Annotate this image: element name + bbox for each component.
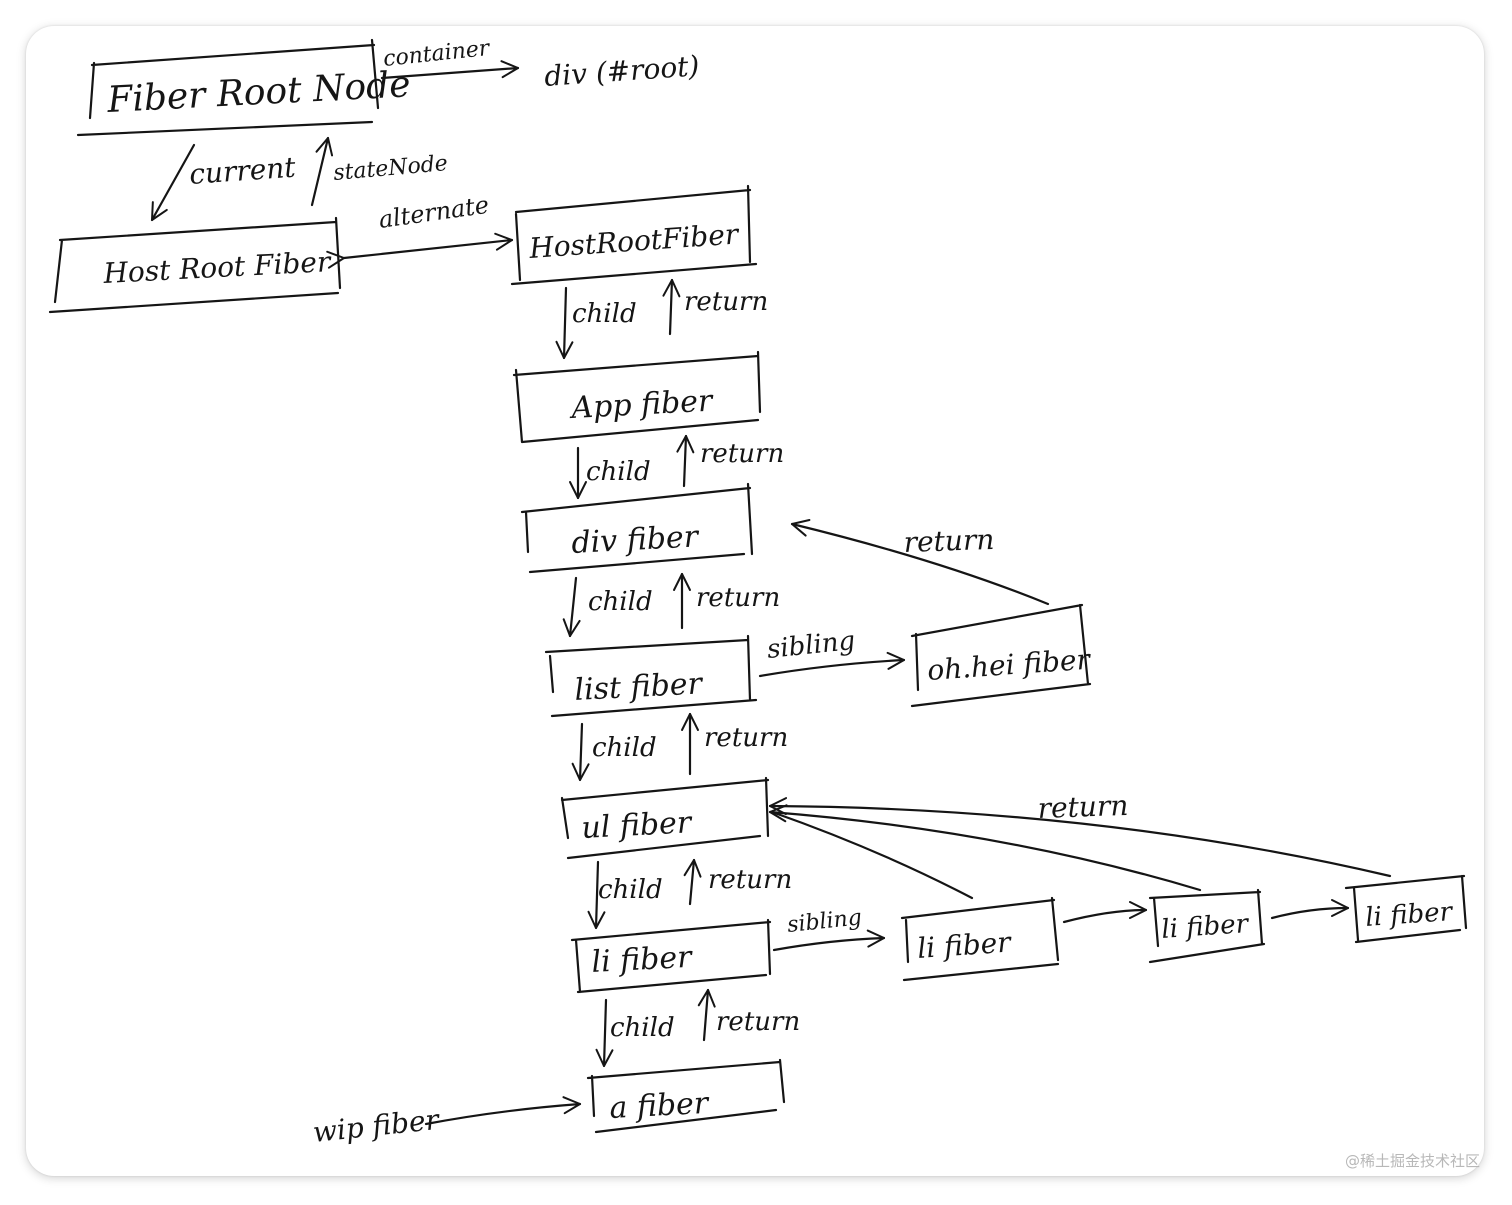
- return-label-1: return: [684, 287, 768, 317]
- state-node-edge: stateNode: [310, 136, 449, 207]
- div-root-node: div (#root): [543, 49, 700, 93]
- ul-fiber-label: ul fiber: [581, 805, 694, 846]
- li-fiber-1-label: li fiber: [591, 940, 694, 980]
- a-fiber-label: a fiber: [609, 1086, 711, 1126]
- ohhei-fiber-box: oh.hei fiber: [910, 603, 1093, 708]
- ul-li-edges: child return: [587, 858, 792, 930]
- child-label-4: child: [592, 733, 657, 763]
- child-label-2: child: [586, 457, 651, 487]
- wip-pointer-edge: [424, 1096, 582, 1126]
- li-fiber-3-box: li fiber: [1148, 888, 1266, 964]
- watermark: @稀土掘金技术社区: [1344, 1152, 1480, 1170]
- list-ohhei-sibling-edge: sibling: [758, 626, 906, 678]
- return-label-6: return: [716, 1007, 800, 1037]
- wip-fiber-marker: wip fiber: [311, 1103, 442, 1149]
- list-fiber-label: list fiber: [574, 666, 705, 708]
- child-label-5: child: [598, 875, 663, 905]
- return-label-5: return: [708, 865, 792, 895]
- alternate-edge: alternate: [326, 191, 514, 269]
- container-edge-label: container: [382, 36, 492, 72]
- ohhei-fiber-label: oh.hei fiber: [926, 643, 1092, 687]
- return-label-2: return: [700, 439, 784, 469]
- host-root-fiber-wip-label: HostRootFiber: [527, 217, 741, 265]
- return-label-li: return: [1037, 789, 1129, 825]
- host-root-fiber-current-box: Host Root Fiber: [48, 216, 342, 314]
- host-root-fiber-wip-box: HostRootFiber: [510, 184, 758, 286]
- li-fiber-3-label: li fiber: [1160, 909, 1250, 945]
- wip-fiber-label: wip fiber: [311, 1103, 442, 1149]
- list-fiber-box: list fiber: [544, 634, 758, 718]
- li-fiber-4-box: li fiber: [1344, 874, 1468, 944]
- li-ul-return-edges: return: [768, 789, 1392, 900]
- li-a-edges: child return: [595, 988, 800, 1068]
- ohhei-div-return-edge: return: [790, 519, 1050, 606]
- return-label-3: return: [696, 583, 780, 613]
- ul-fiber-box: ul fiber: [560, 776, 770, 860]
- div-root-label: div (#root): [543, 49, 700, 93]
- a-fiber-box: a fiber: [586, 1058, 786, 1134]
- li-fiber-1-box: li fiber: [570, 918, 772, 994]
- child-label-1: child: [572, 299, 637, 329]
- div-fiber-label: div fiber: [571, 519, 701, 561]
- sibling-label-1: sibling: [766, 626, 857, 665]
- li-fiber-2-box: li fiber: [900, 896, 1060, 982]
- list-ul-edges: child return: [571, 712, 788, 782]
- div-list-edges: child return: [562, 572, 780, 638]
- li-fiber-2-label: li fiber: [916, 925, 1013, 965]
- alternate-edge-label: alternate: [377, 191, 491, 234]
- li-fiber-4-label: li fiber: [1364, 897, 1454, 933]
- div-fiber-box: div fiber: [520, 482, 754, 574]
- state-node-edge-label: stateNode: [332, 151, 448, 186]
- current-edge-label: current: [188, 151, 297, 191]
- return-label-ohhei: return: [903, 523, 995, 559]
- app-fiber-label: App fiber: [568, 384, 715, 427]
- sibling-label-2: sibling: [786, 905, 863, 938]
- fiber-root-node-label: Fiber Root Node: [105, 64, 411, 121]
- return-label-4: return: [704, 723, 788, 753]
- hostroot-app-edges: child return: [555, 278, 768, 360]
- host-root-fiber-current-label: Host Root Fiber: [102, 245, 333, 290]
- app-div-edges: child return: [569, 434, 784, 500]
- app-fiber-box: App fiber: [512, 350, 762, 444]
- diagram-card: [26, 26, 1484, 1176]
- child-label-3: child: [588, 587, 653, 617]
- child-label-6: child: [610, 1013, 675, 1043]
- fiber-root-node-box: Fiber Root Node: [76, 38, 411, 137]
- current-edge: current: [150, 143, 297, 222]
